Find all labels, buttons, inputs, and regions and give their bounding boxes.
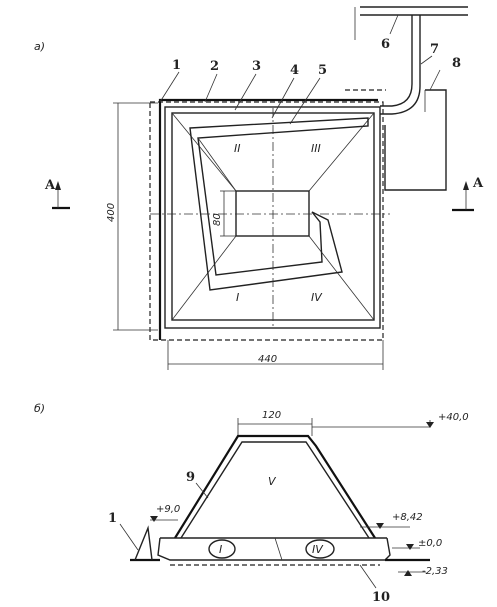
leader-10 <box>359 564 377 589</box>
callout-5: 5 <box>318 63 327 78</box>
callout-9: 9 <box>186 470 195 485</box>
elev-top: +40,0 <box>438 412 469 423</box>
dump-profile-outer <box>174 434 376 539</box>
leader-1-section <box>119 523 139 551</box>
section-label-V: V <box>268 475 277 488</box>
elev-berm: +9,0 <box>156 504 180 515</box>
base-tier-divider <box>274 537 283 561</box>
callout-3: 3 <box>252 59 261 74</box>
callout-10: 10 <box>372 590 390 605</box>
section-label-III: III <box>311 142 321 155</box>
cut-arrow-right-head <box>463 181 469 190</box>
leader-8 <box>429 69 441 91</box>
plan-top-platform <box>235 190 310 237</box>
ridge-line-se <box>308 235 375 321</box>
left-dyke <box>134 525 153 561</box>
leader-4 <box>271 77 295 119</box>
ridge-line-sw <box>171 235 237 321</box>
cut-label-right: A <box>472 176 484 191</box>
circle-I-label: I <box>219 543 222 556</box>
cut-arrow-left-head <box>55 181 61 190</box>
section-label-IV: IV <box>311 291 323 304</box>
callout-2: 2 <box>210 59 219 74</box>
leader-6 <box>389 14 399 35</box>
callout-6: 6 <box>381 37 390 52</box>
elev-marker-top <box>426 422 434 428</box>
cut-label-left: A <box>44 178 56 193</box>
haul-road-spiral <box>189 117 369 291</box>
callout-7: 7 <box>430 42 439 57</box>
dim-top-120: 120 <box>262 410 281 421</box>
elev-marker-bottom <box>404 570 412 576</box>
leader-2 <box>204 73 218 103</box>
elev-right-berm: +8,42 <box>392 512 423 523</box>
elev-marker-right-berm <box>376 523 384 529</box>
callout-1-section: 1 <box>108 511 117 526</box>
leader-9 <box>195 482 209 499</box>
leader-1 <box>159 71 180 103</box>
elev-marker-berm <box>150 516 158 522</box>
elev-line-top <box>312 420 431 428</box>
leader-5 <box>289 77 321 125</box>
ridge-line-nw <box>171 112 237 192</box>
leader-3 <box>234 73 257 111</box>
plan-base-square <box>164 106 381 329</box>
callout-4: 4 <box>290 63 299 78</box>
conveyor-inner <box>380 15 421 115</box>
conveyor-outer <box>380 15 413 107</box>
section-view-label: б) <box>34 402 45 415</box>
haul-road-edge <box>197 137 237 192</box>
plan-outer-dashed-boundary <box>149 101 384 341</box>
dim-width-440: 440 <box>258 354 277 365</box>
callout-1: 1 <box>172 58 181 73</box>
section-label-I: I <box>236 291 239 304</box>
dim-height-400: 400 <box>106 203 117 222</box>
dim-inner-80: 80 <box>212 213 223 226</box>
elev-bottom: -2,33 <box>422 566 448 577</box>
plan-outer-wall <box>158 98 378 340</box>
section-label-II: II <box>234 142 241 155</box>
dump-profile-inner <box>180 441 370 539</box>
elev-ground: ±0,0 <box>418 538 442 549</box>
building-outline <box>384 89 447 191</box>
circle-IV-label: IV <box>312 543 324 556</box>
leader-7 <box>420 55 433 65</box>
callout-8: 8 <box>452 56 461 71</box>
circle-IV <box>305 539 335 559</box>
base-tier-lower <box>157 537 391 561</box>
circle-I <box>208 539 236 559</box>
plan-view-label: а) <box>34 40 45 53</box>
elev-marker-ground <box>406 544 414 550</box>
